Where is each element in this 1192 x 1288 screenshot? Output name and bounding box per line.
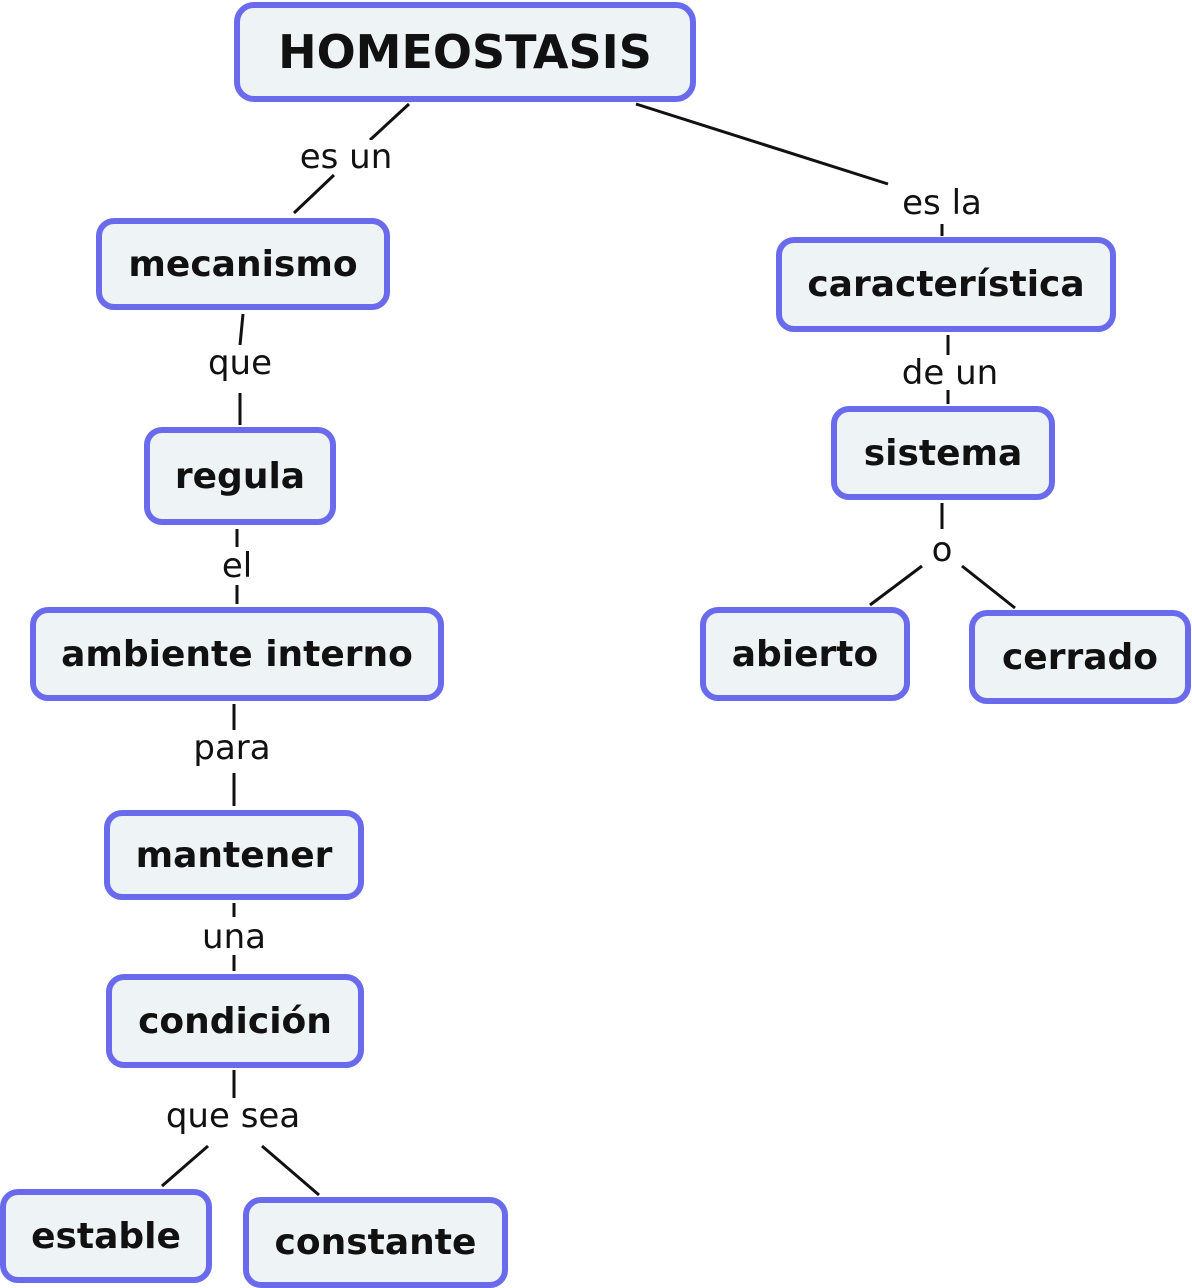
link-una: una [199,920,269,954]
connector-line [238,313,245,346]
concept-condicion: condición [106,974,364,1068]
concept-mecanismo: mecanismo [96,218,390,310]
connector-line [292,173,336,215]
concept-homeostasis: HOMEOSTASIS [234,2,696,102]
connector-line [635,102,889,186]
connector-line [161,1144,209,1188]
concept-ambiente-interno: ambiente interno [30,607,444,701]
concept-sistema: sistema [831,406,1055,500]
link-es-un: es un [296,140,396,174]
link-que: que [204,346,276,380]
link-es-la: es la [899,186,985,220]
concept-constante: constante [243,1197,508,1288]
concept-mantener: mantener [104,810,364,900]
connector-line [261,1144,320,1197]
concept-estable: estable [0,1189,212,1283]
concept-caracteristica: característica [776,237,1116,332]
concept-regula: regula [144,427,336,525]
connector-line [869,564,923,607]
concept-cerrado: cerrado [969,610,1191,704]
link-para: para [190,731,274,765]
connector-line [961,564,1016,610]
link-o: o [928,533,956,567]
link-de-un: de un [898,356,1002,390]
concept-abierto: abierto [700,607,910,701]
link-el: el [218,549,256,583]
connector-line [368,102,411,142]
link-que-sea: que sea [162,1099,304,1133]
